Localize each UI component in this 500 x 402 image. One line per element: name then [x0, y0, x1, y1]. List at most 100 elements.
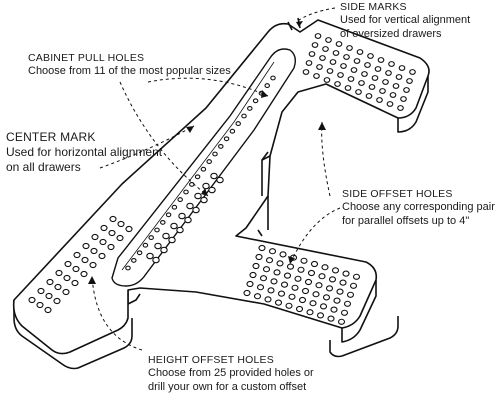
hole — [273, 269, 281, 276]
hole — [395, 74, 403, 80]
hole — [55, 269, 63, 277]
hole — [36, 301, 44, 309]
hole — [386, 101, 394, 107]
hole — [131, 257, 137, 263]
hole — [117, 220, 125, 228]
hole — [367, 53, 374, 59]
hole — [355, 89, 362, 95]
hole — [186, 202, 194, 210]
hole — [346, 291, 355, 298]
hole — [107, 243, 115, 251]
hole — [125, 225, 133, 233]
hole — [403, 87, 410, 93]
hole — [294, 275, 302, 282]
hole — [308, 51, 316, 57]
hole — [329, 59, 337, 65]
hole — [45, 292, 53, 300]
hole — [389, 92, 397, 98]
hole — [208, 186, 216, 194]
hole — [316, 312, 325, 319]
hole — [316, 64, 323, 70]
hole — [37, 287, 45, 295]
hole — [344, 85, 352, 91]
hole — [54, 283, 62, 291]
hole — [283, 272, 292, 279]
hole — [325, 285, 334, 292]
hole — [304, 278, 313, 286]
cabinet-pull-title: CABINET PULL HOLES — [28, 52, 145, 64]
hole — [312, 291, 320, 298]
leader-height-offset — [91, 275, 143, 351]
hole — [336, 288, 344, 295]
hole — [392, 83, 400, 89]
hole — [116, 234, 124, 242]
hole — [337, 318, 346, 325]
hole — [171, 204, 178, 210]
hole — [300, 257, 308, 264]
hole — [253, 293, 262, 300]
hole — [162, 232, 170, 240]
hole — [160, 219, 166, 225]
center-mark-line-2: on all drawers — [6, 160, 81, 174]
hole — [270, 75, 276, 81]
hole — [385, 70, 392, 76]
hole — [318, 273, 326, 280]
hole — [306, 309, 314, 316]
hole — [178, 212, 186, 220]
hole — [309, 300, 317, 307]
side-marks-line-2: of oversized drawers — [340, 27, 442, 40]
hole — [264, 296, 272, 303]
hole — [90, 247, 98, 255]
hole — [142, 242, 149, 248]
hole — [258, 244, 266, 252]
hole — [286, 263, 295, 270]
hole — [302, 69, 310, 75]
hole — [264, 83, 270, 89]
hole — [246, 280, 254, 288]
hole — [247, 105, 253, 111]
hole — [305, 60, 313, 66]
hole — [376, 97, 383, 103]
hole — [125, 265, 131, 271]
hole — [333, 297, 341, 304]
hole — [154, 227, 160, 233]
hole — [358, 80, 365, 86]
hole — [340, 309, 349, 316]
center-mark-title: CENTER MARK — [6, 130, 96, 144]
hole — [262, 266, 271, 273]
hole — [62, 288, 70, 296]
hole — [307, 269, 316, 277]
hole — [265, 257, 274, 264]
hole — [252, 98, 259, 104]
hole — [314, 33, 322, 39]
hole — [377, 57, 385, 63]
hole — [313, 73, 320, 79]
hole — [64, 260, 72, 268]
hole — [288, 293, 296, 300]
side-offset-line-1: Choose any corresponding pair — [342, 201, 495, 214]
hole — [340, 63, 347, 69]
hole — [91, 233, 99, 241]
hole — [379, 88, 386, 94]
leader-lines — [91, 7, 341, 351]
hole — [319, 303, 328, 310]
hole — [311, 42, 319, 48]
hole — [326, 68, 334, 74]
hole — [189, 181, 195, 187]
callout-side-marks: SIDE MARKS Used for vertical alignment o… — [340, 1, 470, 42]
hole — [177, 197, 183, 203]
hole — [71, 279, 79, 287]
hole — [176, 226, 184, 234]
hole — [323, 77, 331, 83]
hole — [347, 76, 355, 82]
hole — [148, 235, 154, 241]
hole — [327, 315, 335, 322]
side-offset-title: SIDE OFFSET HOLES — [342, 188, 453, 200]
hole — [183, 189, 189, 195]
cabinet-pull-line-1: Choose from 11 of the most popular sizes — [28, 65, 231, 78]
hole — [259, 275, 268, 282]
hole — [297, 266, 305, 273]
hole — [218, 143, 224, 149]
hole — [44, 306, 52, 314]
hole — [99, 238, 107, 246]
